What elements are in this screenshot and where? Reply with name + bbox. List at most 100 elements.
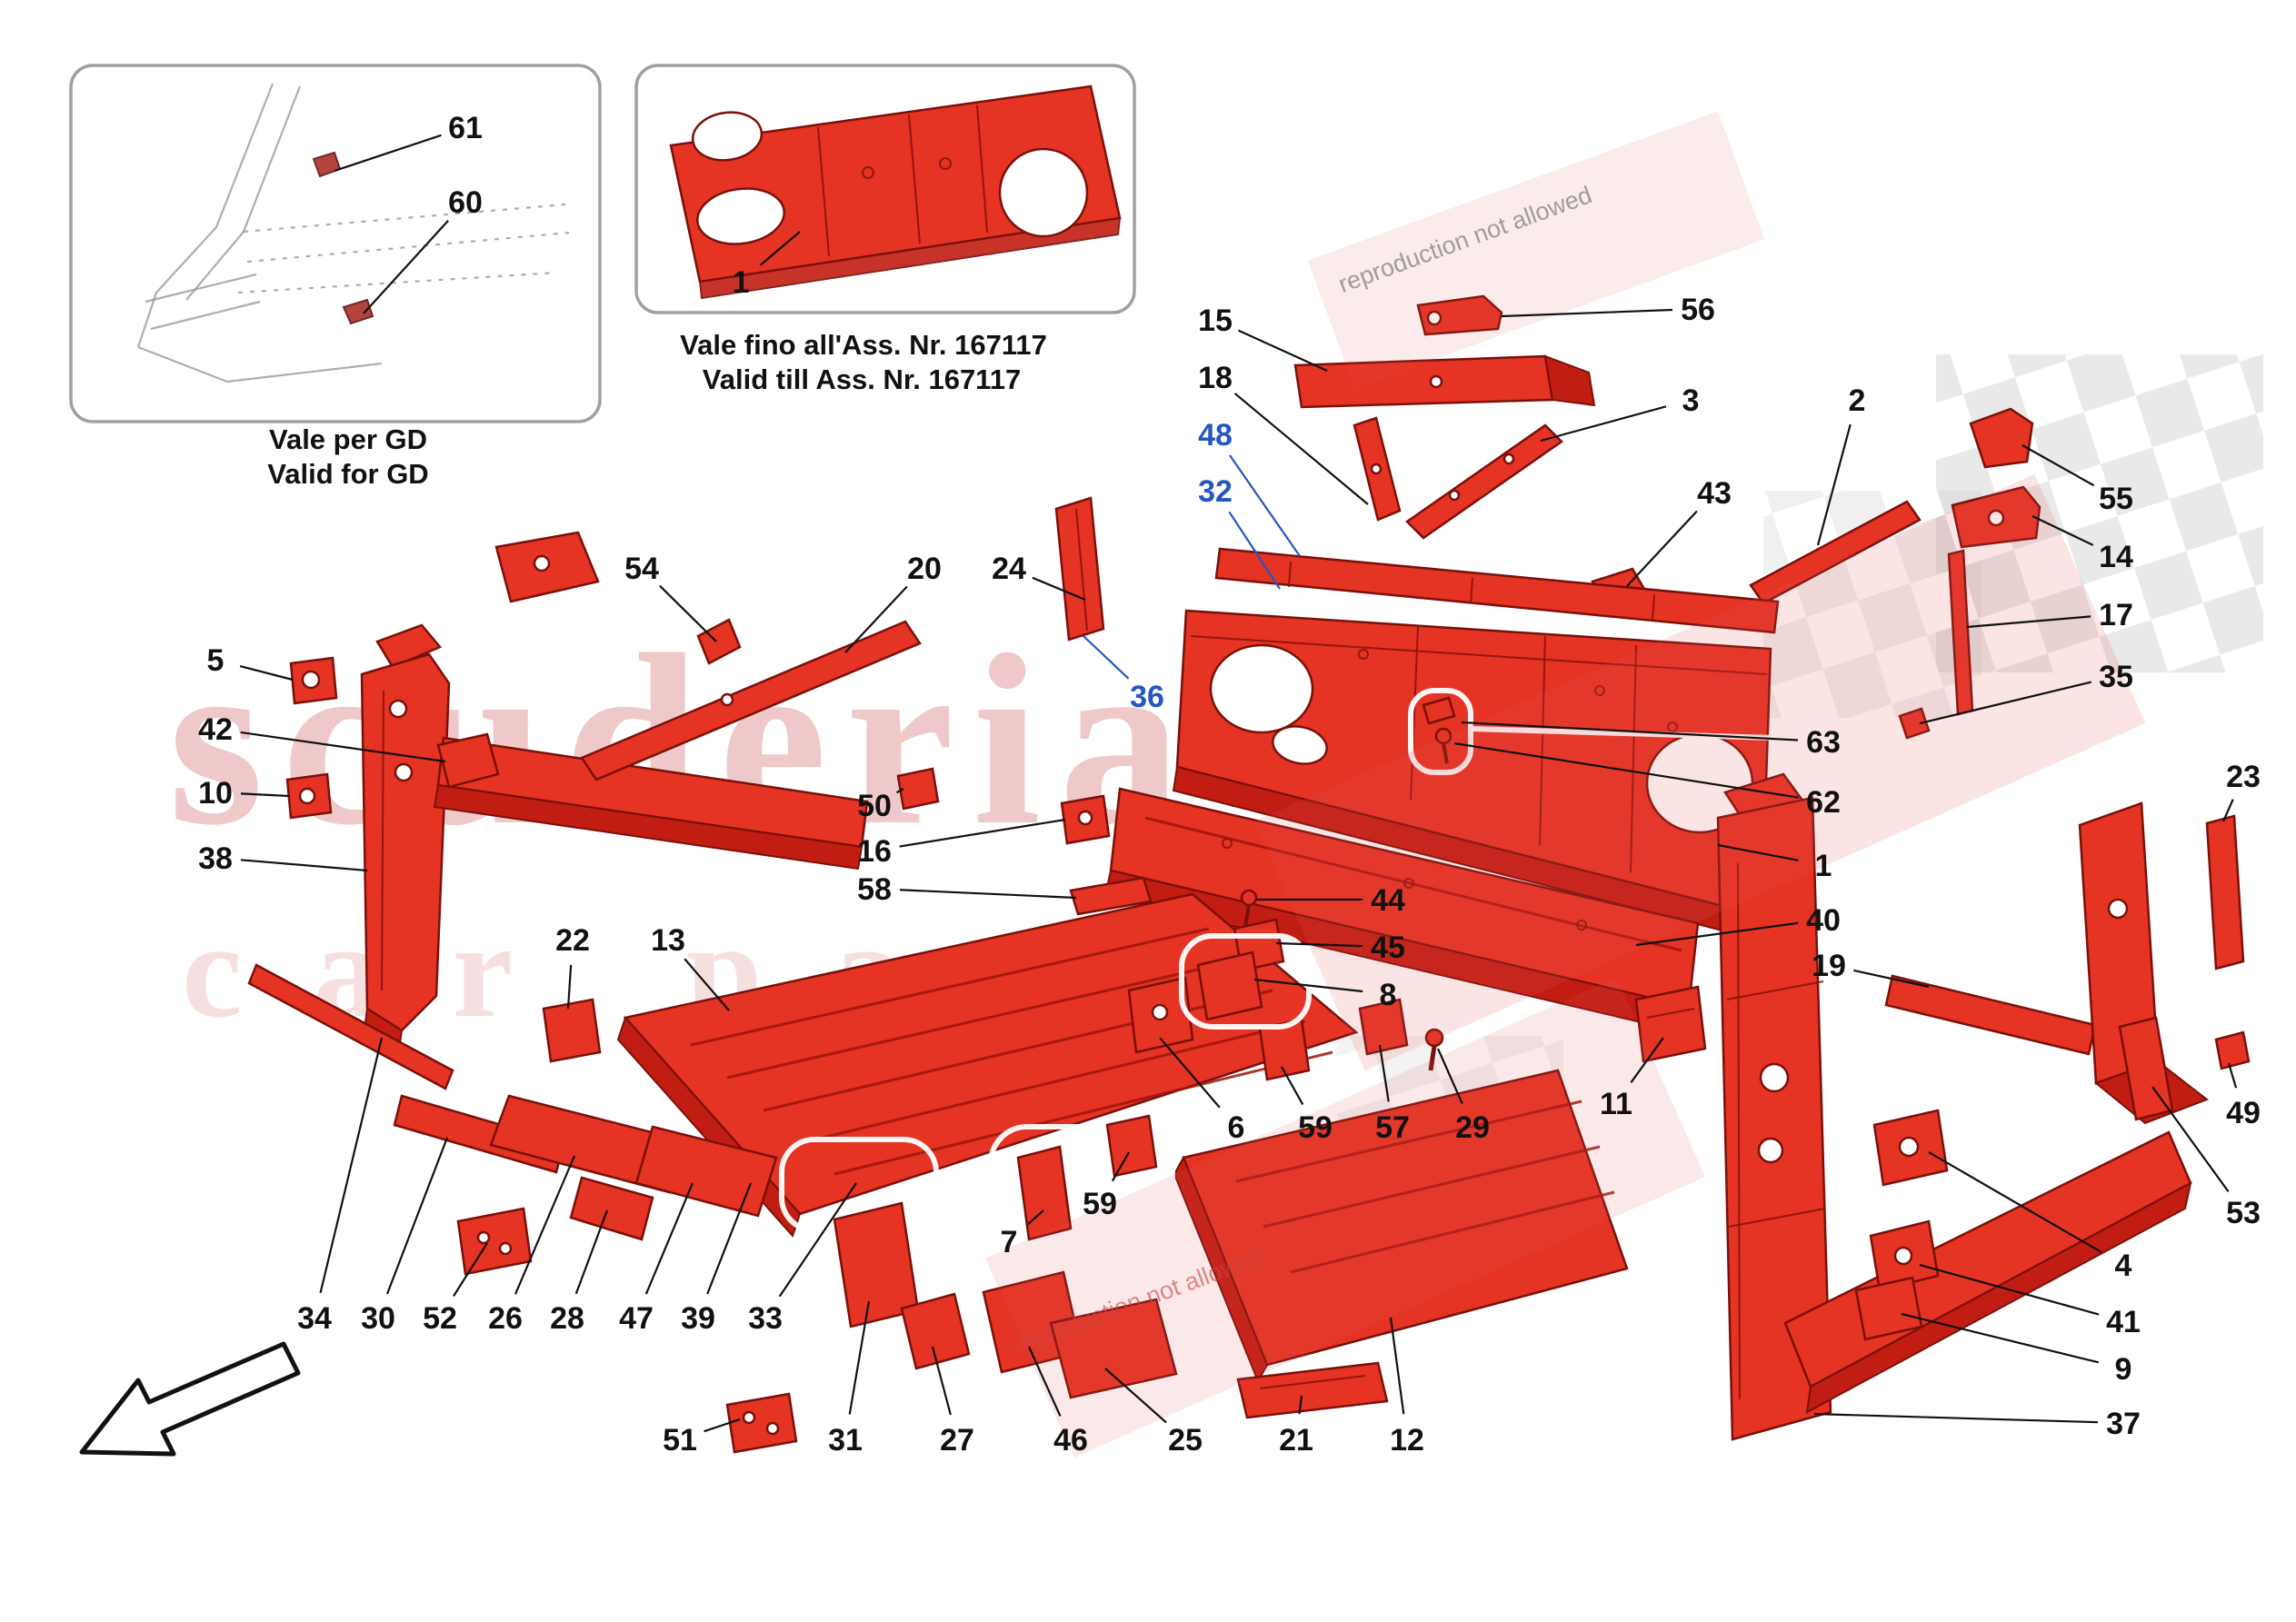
callout-19: 19 bbox=[1812, 949, 1846, 983]
leader-line-18 bbox=[1233, 393, 1369, 505]
part-49-shape bbox=[2214, 1030, 2251, 1070]
part-4-shape bbox=[1872, 1109, 1949, 1187]
leader-line-58 bbox=[899, 889, 1077, 900]
leader-line-61 bbox=[334, 134, 442, 173]
leader-line-43 bbox=[1626, 510, 1698, 587]
callout-48: 48 bbox=[1198, 418, 1233, 453]
part-35-shape bbox=[1898, 707, 1931, 740]
leader-line-10 bbox=[240, 792, 290, 798]
leader-line-48 bbox=[1229, 454, 1301, 557]
callout-58: 58 bbox=[857, 872, 892, 907]
leader-line-33 bbox=[778, 1182, 857, 1298]
leader-line-7 bbox=[1027, 1209, 1044, 1226]
part-32-rail-shape bbox=[1214, 547, 1780, 634]
callout-2: 2 bbox=[1849, 383, 1866, 418]
callout-13: 13 bbox=[651, 923, 685, 958]
callout-41: 41 bbox=[2106, 1305, 2141, 1339]
callout-21: 21 bbox=[1279, 1423, 1313, 1458]
leader-line-9 bbox=[1901, 1312, 2100, 1364]
leader-line-17 bbox=[1966, 615, 2091, 629]
part-27-shape bbox=[900, 1292, 971, 1370]
callout-53: 53 bbox=[2226, 1196, 2261, 1230]
inset-valid-till-ass bbox=[634, 64, 1136, 314]
part-50-shape bbox=[896, 767, 940, 811]
leader-line-47 bbox=[644, 1182, 694, 1295]
part-16-shape bbox=[1060, 794, 1111, 845]
leader-line-42 bbox=[240, 731, 446, 763]
callout-22: 22 bbox=[555, 923, 590, 958]
part-8-shape bbox=[1179, 933, 1312, 1030]
leader-line-28 bbox=[574, 1209, 609, 1295]
part-22-shape bbox=[542, 998, 602, 1063]
callout-39: 39 bbox=[681, 1301, 715, 1336]
part-57-shape bbox=[1358, 998, 1409, 1056]
leader-line-24 bbox=[1032, 576, 1086, 602]
part-55-shape bbox=[1969, 407, 2034, 469]
leader-line-46 bbox=[1027, 1346, 1062, 1417]
part-28-shape bbox=[569, 1176, 654, 1241]
part-14-shape bbox=[1951, 485, 2041, 549]
leader-line-63 bbox=[1461, 721, 1799, 741]
part-23-shape bbox=[2205, 814, 2245, 970]
callout-37: 37 bbox=[2106, 1407, 2141, 1441]
part-21-shape bbox=[1236, 1361, 1389, 1419]
callout-26: 26 bbox=[488, 1301, 523, 1336]
callout-51: 51 bbox=[663, 1423, 697, 1458]
leader-line-13 bbox=[684, 958, 730, 1011]
callout-42: 42 bbox=[198, 712, 233, 747]
leader-line-29 bbox=[1436, 1048, 1463, 1104]
leader-line-6 bbox=[1159, 1037, 1221, 1109]
callout-62: 62 bbox=[1806, 785, 1841, 820]
leader-line-35 bbox=[1919, 681, 2092, 725]
leader-line-1 bbox=[1717, 843, 1799, 861]
callout-4: 4 bbox=[2115, 1249, 2132, 1283]
callout-35: 35 bbox=[2099, 660, 2133, 694]
leader-line-38 bbox=[240, 859, 368, 872]
leader-line-20 bbox=[844, 585, 908, 653]
leader-line-40 bbox=[1635, 921, 1799, 947]
leader-line-59 bbox=[1281, 1066, 1304, 1106]
direction-arrow bbox=[79, 1341, 301, 1457]
leader-line-21 bbox=[1298, 1395, 1303, 1415]
part-7-shape bbox=[988, 1124, 1175, 1248]
callout-49: 49 bbox=[2226, 1096, 2261, 1130]
checkered-watermark bbox=[1336, 354, 2263, 1172]
pink-watermark-swaths bbox=[985, 111, 2146, 1458]
leader-line-31 bbox=[848, 1300, 871, 1415]
inset-valid-for-gd bbox=[69, 64, 602, 423]
part-10-shape bbox=[285, 772, 333, 820]
leader-line-50 bbox=[895, 788, 904, 794]
leader-line-62 bbox=[1453, 741, 1799, 799]
leader-line-8 bbox=[1253, 978, 1363, 993]
callout-33: 33 bbox=[748, 1301, 783, 1336]
callout-60: 60 bbox=[448, 185, 483, 220]
callout-50: 50 bbox=[857, 789, 892, 823]
callout-32: 32 bbox=[1198, 474, 1233, 509]
leader-line-56 bbox=[1501, 308, 1673, 318]
leader-line-57 bbox=[1378, 1044, 1390, 1102]
caption-ass-line2: Valid till Ass. Nr. 167117 bbox=[703, 363, 1021, 395]
callout-61: 61 bbox=[448, 111, 483, 145]
leader-line-26 bbox=[514, 1155, 576, 1295]
left-pillar-shape bbox=[360, 623, 451, 1058]
leader-line-52 bbox=[453, 1242, 488, 1297]
part-5-shape bbox=[289, 656, 338, 705]
part-56-shape bbox=[1416, 294, 1503, 336]
part-2-shape bbox=[1749, 500, 1922, 605]
leader-line-23 bbox=[2221, 799, 2234, 822]
leader-line-22 bbox=[566, 964, 573, 1010]
leader-line-5 bbox=[239, 664, 294, 682]
part-3-shape bbox=[1405, 423, 1563, 540]
callout-27: 27 bbox=[940, 1423, 974, 1458]
leader-line-3 bbox=[1540, 405, 1667, 443]
leader-line-16 bbox=[899, 818, 1066, 848]
part-59b-shape bbox=[1105, 1114, 1158, 1178]
leader-line-14 bbox=[2031, 515, 2094, 546]
leader-line-55 bbox=[2021, 444, 2095, 487]
callout-63: 63 bbox=[1806, 725, 1841, 760]
callout-43: 43 bbox=[1697, 476, 1732, 511]
leader-line-25 bbox=[1104, 1368, 1167, 1424]
leader-line-59 bbox=[1111, 1151, 1130, 1182]
